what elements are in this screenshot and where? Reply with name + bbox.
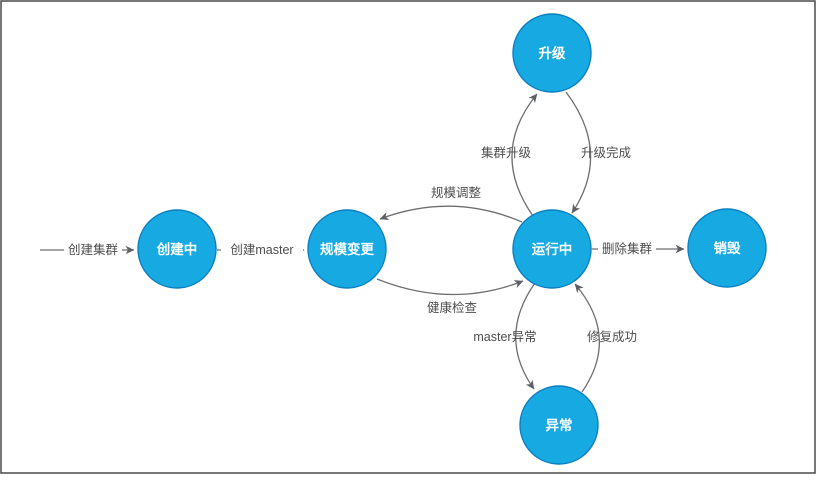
edge-label-bg — [221, 243, 303, 257]
node-scale-change: 规模变更 — [307, 209, 387, 289]
edge-master-abnormal — [515, 282, 536, 390]
node-upgrade-circle — [512, 13, 592, 93]
node-scale-change-label: 规模变更 — [320, 241, 374, 257]
node-running-label: 运行中 — [532, 241, 573, 257]
edge-label-scale-adjust: 规模调整 — [431, 185, 482, 200]
node-destroy: 销毁 — [687, 208, 767, 288]
edge-label-repair-success: 修复成功 — [587, 329, 637, 344]
node-upgrade-label: 升级 — [539, 45, 567, 61]
edge-repair-success — [574, 283, 600, 393]
node-abnormal-circle — [519, 385, 599, 465]
node-destroy-label: 销毁 — [714, 240, 742, 256]
edge-label-master-abnormal: master异常 — [473, 330, 536, 344]
diagram-border — [0, 0, 816, 474]
node-running: 运行中 — [512, 209, 592, 289]
edge-label-bg — [64, 243, 122, 257]
node-creating: 创建中 — [137, 209, 217, 289]
node-abnormal: 异常 — [519, 385, 599, 465]
edge-label-upgrade-complete: 升级完成 — [581, 145, 631, 160]
edge-health-check — [376, 278, 524, 296]
node-destroy-circle — [687, 208, 767, 288]
edge-scale-adjust — [379, 205, 523, 223]
node-scale-change-circle — [307, 209, 387, 289]
node-creating-label: 创建中 — [156, 241, 198, 257]
node-upgrade: 升级 — [512, 13, 592, 93]
edge-cluster-upgrade — [511, 93, 538, 217]
edge-label-create-cluster: 创建集群 — [68, 242, 119, 257]
node-running-circle — [512, 209, 592, 289]
edge-label-health-check: 健康检查 — [427, 300, 478, 315]
edge-label-bg — [598, 242, 656, 256]
edge-label-delete-cluster: 删除集群 — [602, 241, 653, 256]
node-abnormal-label: 异常 — [546, 417, 573, 433]
edge-upgrade-complete — [565, 91, 592, 214]
edge-label-cluster-upgrade: 集群升级 — [481, 145, 532, 160]
edge-label-create-master: 创建master — [230, 243, 293, 257]
node-creating-circle — [137, 209, 217, 289]
